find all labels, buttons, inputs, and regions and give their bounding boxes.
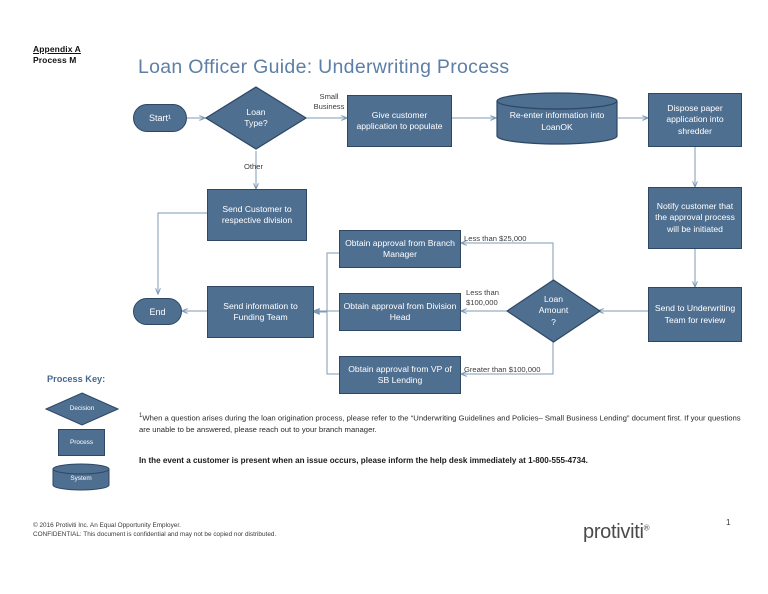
node-notify-customer-label: Notify customer that the approval proces… <box>655 200 735 234</box>
footnote-alert: In the event a customer is present when … <box>139 456 588 465</box>
system-cylinder-icon <box>52 463 110 491</box>
node-approval-branch-manager-label: Obtain approval from Branch Manager <box>345 237 455 259</box>
node-dispose-application[interactable]: Dispose paper application into shredder <box>648 93 742 147</box>
footnote-paragraph: 1When a question arises during the loan … <box>139 411 747 436</box>
footer-confidential: CONFIDENTIAL: This document is confident… <box>33 531 277 539</box>
footnote-text: When a question arises during the loan o… <box>139 413 741 435</box>
node-approval-branch-manager[interactable]: Obtain approval from Branch Manager <box>339 230 461 268</box>
registered-mark-icon: ® <box>643 523 650 533</box>
decision-diamond-shape <box>506 279 601 343</box>
page-number: 1 <box>726 518 731 527</box>
legend-process-label: Process <box>69 438 94 446</box>
node-give-application[interactable]: Give customer application to populate <box>347 95 452 147</box>
legend-process-shape: Process <box>58 429 105 456</box>
footnote-marker: 1 <box>139 413 143 419</box>
node-send-funding-team[interactable]: Send information to Funding Team <box>207 286 314 338</box>
node-send-funding-team-label: Send information to Funding Team <box>223 300 298 322</box>
decision-diamond-icon <box>45 392 119 426</box>
node-send-underwriting[interactable]: Send to Underwriting Team for review <box>648 287 742 342</box>
node-loan-type[interactable]: Loan Type? <box>205 86 307 150</box>
node-send-customer-division[interactable]: Send Customer to respective division <box>207 189 307 241</box>
system-cylinder-shape <box>496 92 618 145</box>
process-key-title: Process Key: <box>47 374 106 384</box>
node-start[interactable]: Start¹ <box>133 104 187 132</box>
node-send-underwriting-label: Send to Underwriting Team for review <box>654 303 736 325</box>
edge-label-less-than-25000: Less than $25,000 <box>464 234 527 243</box>
node-loan-amount[interactable]: Loan Amount ? <box>506 279 601 343</box>
protiviti-logo-text: protiviti <box>583 521 644 543</box>
decision-diamond-shape <box>205 86 307 150</box>
edge-label-greater-than-100000: Greater than $100,000 <box>464 365 541 374</box>
footer-legal: © 2016 Protiviti Inc. An Equal Opportuni… <box>33 521 276 539</box>
node-notify-customer[interactable]: Notify customer that the approval proces… <box>648 187 742 249</box>
footer-copyright: © 2016 Protiviti Inc. An Equal Opportuni… <box>33 522 181 529</box>
node-re-enter-loanok[interactable]: Re-enter information into LoanOK <box>496 92 618 145</box>
node-start-label: Start¹ <box>148 113 171 123</box>
node-approval-division-head-label: Obtain approval from Division Head <box>343 300 457 322</box>
edge-label-less-than-100000-text: Less than $100,000 <box>466 288 499 307</box>
appendix-line-2: Process M <box>33 54 77 65</box>
legend-decision-shape: Decision <box>45 392 119 426</box>
node-end-label: End <box>149 306 166 317</box>
node-send-customer-division-label: Send Customer to respective division <box>221 203 293 225</box>
node-give-application-label: Give customer application to populate <box>356 109 443 131</box>
appendix-line-1: Appendix A <box>33 44 81 54</box>
edge-label-small-business: Small Business <box>309 92 349 111</box>
node-dispose-application-label: Dispose paper application into shredder <box>666 102 724 136</box>
edge-label-less-than-100000: Less than $100,000 <box>466 288 516 307</box>
page-title: Loan Officer Guide: Underwriting Process <box>138 56 510 78</box>
node-approval-vp-sb-lending[interactable]: Obtain approval from VP of SB Lending <box>339 356 461 394</box>
node-approval-division-head[interactable]: Obtain approval from Division Head <box>339 293 461 331</box>
protiviti-logo: protiviti® <box>583 521 650 544</box>
edge-label-small-business-text: Small Business <box>313 92 345 111</box>
appendix-label: Appendix A Process M <box>33 44 81 65</box>
legend-system-shape: System <box>52 463 110 491</box>
node-end[interactable]: End <box>133 298 182 325</box>
node-approval-vp-sb-lending-label: Obtain approval from VP of SB Lending <box>348 363 452 385</box>
edge-label-other: Other <box>244 162 263 171</box>
